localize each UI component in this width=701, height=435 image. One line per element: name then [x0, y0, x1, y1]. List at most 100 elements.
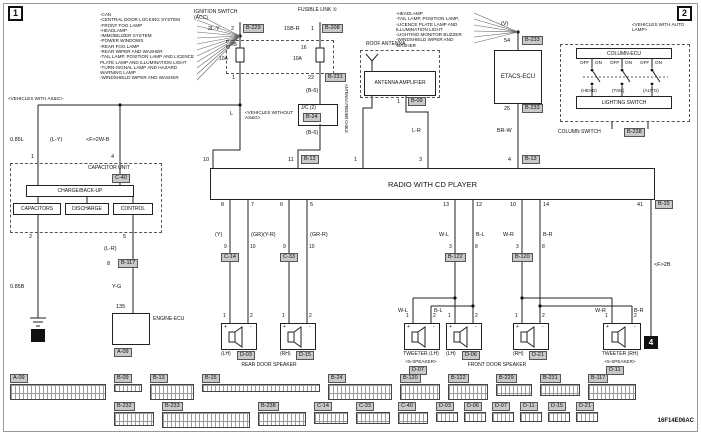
connector-d15: D-15 — [296, 351, 314, 360]
connector-table-label: B-13 — [150, 374, 168, 383]
wire-label-tr-minus: B-R — [634, 308, 644, 314]
control-box: CONTROL — [113, 203, 153, 215]
system-item: IMMOBILIZER SYSTEM — [100, 33, 196, 38]
switch-on-1: ON — [595, 60, 602, 65]
wire-label-ly: (L-Y) — [50, 137, 63, 143]
connector-table-label: A-09 — [10, 374, 28, 383]
connector-b13-left: B-13 — [301, 155, 319, 164]
polarity-minus: - — [634, 324, 636, 330]
pin-grid — [314, 412, 348, 424]
pin-grid — [400, 384, 440, 400]
pin-grid — [548, 412, 570, 422]
polarity-plus: + — [606, 324, 609, 330]
connector-table-c14: C-14 — [314, 402, 348, 424]
tweeter-lh-label: TWEETER (LH) — [403, 351, 439, 357]
polarity-minus: - — [433, 324, 435, 330]
sheet-number-right: 2 — [677, 6, 692, 21]
connector-b208: B-208 — [322, 24, 343, 33]
connector-b120: B-120 — [512, 253, 533, 262]
pin-radio-7: 7 — [251, 202, 255, 208]
system-item: FRONT FOG LAMP — [100, 23, 196, 28]
connector-table-label: B-120 — [400, 374, 421, 383]
front-lh-speaker-box — [446, 323, 482, 350]
engine-ecu-label: ENGINE-ECU — [153, 316, 185, 322]
roof-antenna-label: ROOF ANTENNA — [366, 41, 406, 47]
charge-backup-box: CHARGE/BACK-UP — [26, 185, 134, 197]
pin-grid — [576, 412, 598, 422]
polarity-plus: + — [449, 324, 452, 330]
connector-table-label: B-232 — [114, 402, 135, 411]
connector-table-label: D-21 — [576, 402, 594, 411]
pin-grid — [258, 412, 306, 426]
connector-table-label: D-03 — [436, 402, 454, 411]
switch-on-2: ON — [625, 60, 632, 65]
wire-label-fl-plus: W-L — [439, 232, 449, 238]
pin-grid — [492, 412, 514, 422]
pin-antenna-amp: 1 — [397, 99, 401, 105]
wire-label-f2wb: <F>2W-B — [86, 137, 110, 143]
pin-b122-3: 3 — [449, 244, 452, 250]
wire-label-rr-plus: (Y-R) — [263, 232, 276, 238]
pin-jb-out: 1 — [232, 75, 236, 81]
connector-b15: B-15 — [655, 200, 673, 209]
tweeter-rh-box — [603, 323, 641, 350]
connector-table-label: B-229 — [496, 374, 517, 383]
pin-radio-11: 11 — [288, 157, 294, 163]
antenna-amplifier-box: ANTENNA AMPLIFIER — [364, 71, 436, 96]
pin-grid — [540, 384, 580, 396]
pin-spk: 2 — [475, 313, 478, 319]
connector-b231: B-231 — [325, 73, 346, 82]
pin-radio-6: 6 — [280, 202, 284, 208]
system-item: TURN-SIGNAL LAMP AND HAZARD WARNING LAMP — [100, 65, 196, 76]
connector-b09: B-09 — [408, 97, 426, 106]
page-border — [3, 3, 698, 432]
system-item: WINDSHIELD WIPER AND WASHER — [396, 37, 474, 48]
switch-off-1: OFF — [580, 60, 590, 65]
wire-label-batt: 15B-R — [284, 26, 300, 32]
polarity-plus: + — [407, 324, 410, 330]
roof-antenna-box — [360, 50, 440, 98]
wire-batt-circuit — [297, 22, 325, 168]
connector-d21: D-21 — [529, 351, 547, 360]
connector-table-b231: B-231 — [540, 374, 580, 396]
connector-table-d15: D-15 — [548, 402, 570, 422]
connector-a09: A-09 — [114, 348, 132, 357]
connector-table-label: C-14 — [314, 402, 332, 411]
connector-b233-bottom: B-233 — [522, 104, 543, 113]
front-lh-side-label: (LH) — [446, 351, 456, 357]
fusible-link-label: FUSIBLE LINK ① — [298, 7, 338, 13]
pin-radio-1: 1 — [354, 157, 358, 163]
connector-table-label: B-09 — [114, 374, 132, 383]
pin-radio-5: 5 — [310, 202, 314, 208]
connector-table-label: B-231 — [540, 374, 561, 383]
wire-label-lr-amp: L-R — [412, 128, 421, 134]
pin-radio-41: 41 — [637, 202, 644, 208]
pin-spk: 2 — [634, 313, 637, 319]
connector-table-b09: B-09 — [114, 374, 142, 392]
system-item: CAN — [100, 12, 196, 17]
connector-b24: B-24 — [303, 113, 321, 122]
connector-c14: C-14 — [221, 253, 239, 262]
pin-grid — [10, 384, 106, 400]
pin-grid — [520, 412, 542, 422]
wire-label-brw: BR-W — [497, 128, 512, 134]
system-item: HEADLAMP — [100, 28, 196, 33]
switch-head-label: (HEAD) — [581, 88, 597, 93]
polarity-plus: + — [224, 324, 227, 330]
wire-antenna — [362, 53, 429, 168]
pin-grid — [588, 384, 636, 400]
pin-c33-10: 10 — [309, 244, 315, 250]
polarity-plus: + — [516, 324, 519, 330]
wire-label-tr-plus: W-R — [595, 308, 606, 314]
connector-table-label: D-06 — [464, 402, 482, 411]
polarity-minus: - — [309, 324, 311, 330]
column-switch-internals — [583, 59, 668, 129]
connector-d06: D-06 — [462, 351, 480, 360]
connector-table-label: C-40 — [398, 402, 416, 411]
pin-c33-9: 9 — [283, 244, 286, 250]
pin-grid — [328, 384, 392, 400]
capacitor-unit-box — [10, 163, 162, 233]
pin-cap-1: 1 — [31, 154, 35, 160]
pin-grid — [162, 412, 250, 428]
